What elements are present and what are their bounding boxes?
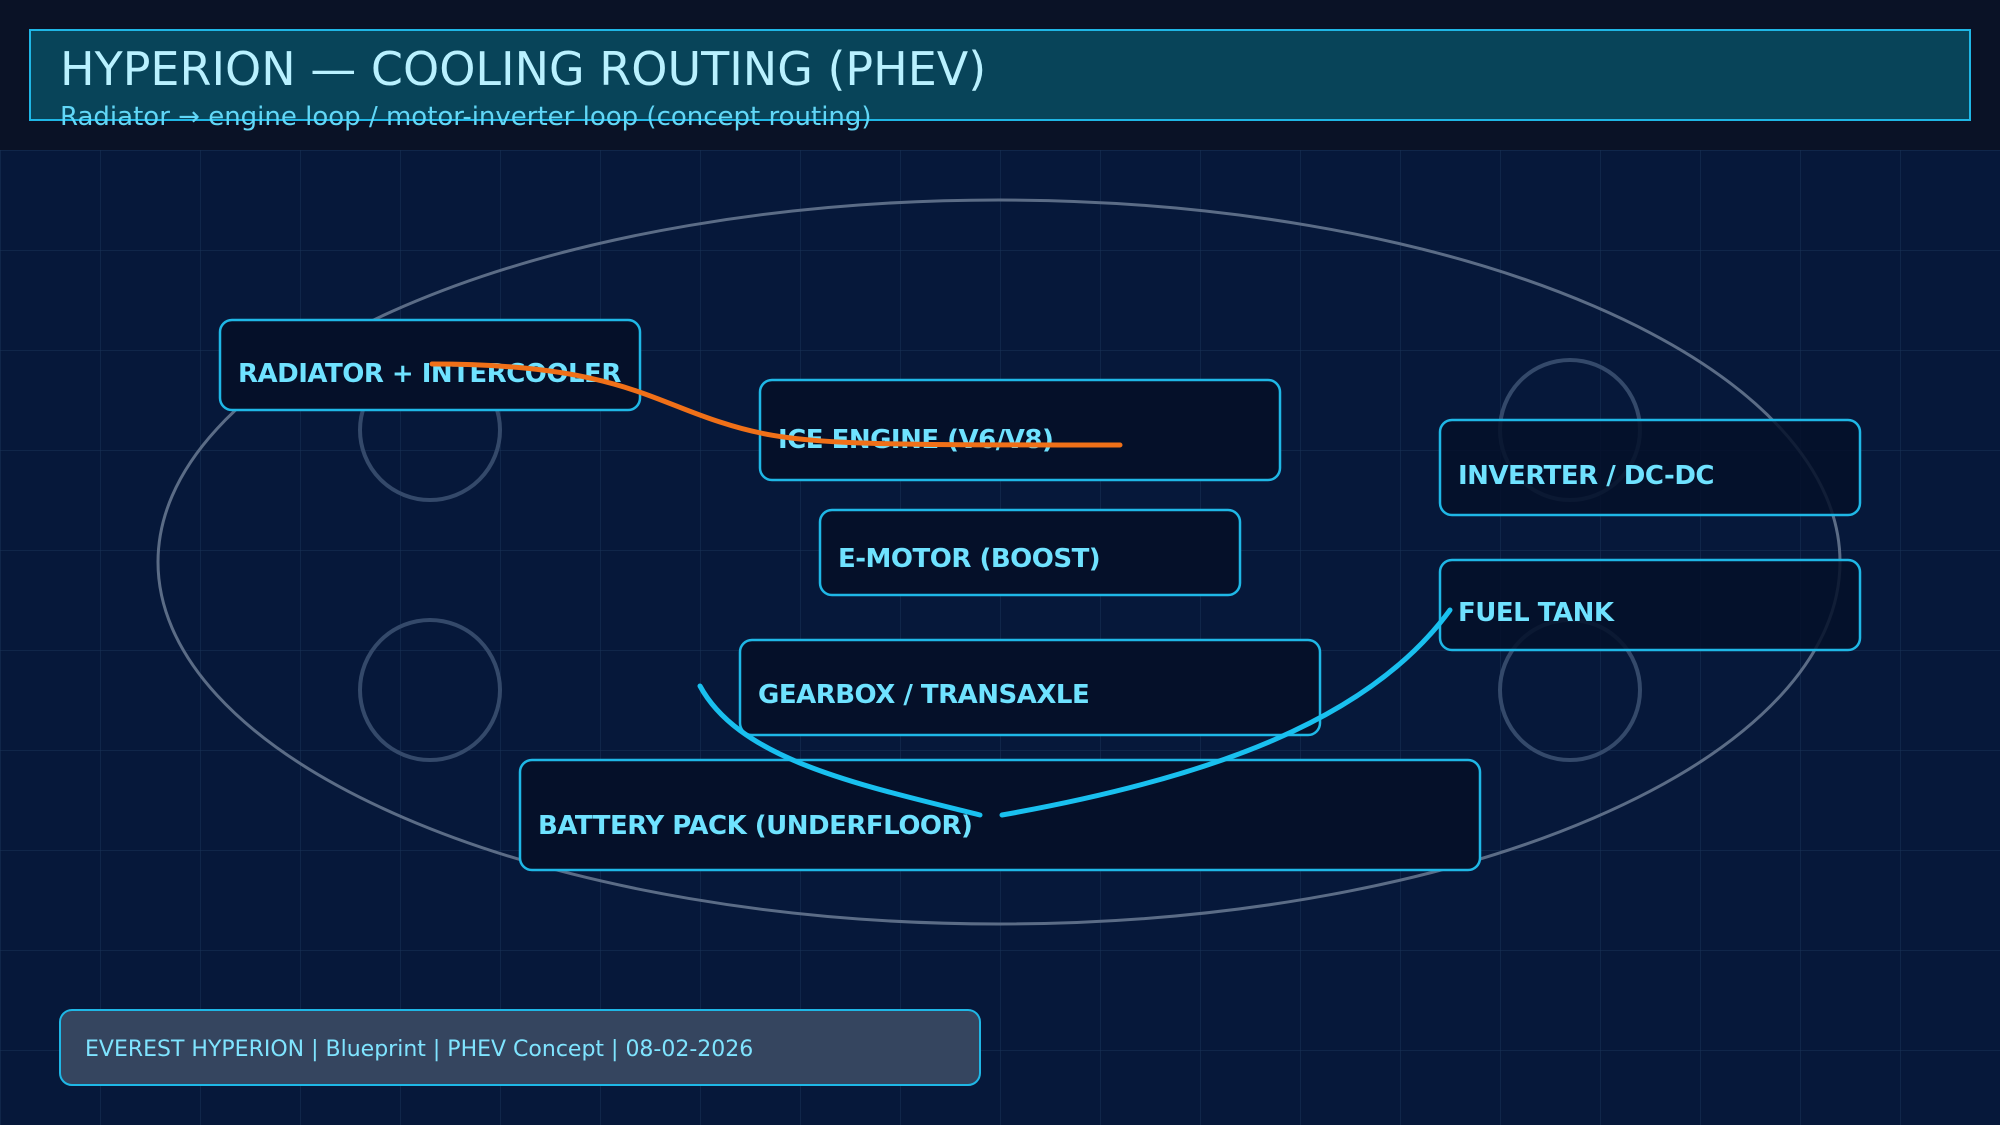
component-fuel-tank[interactable]: FUEL TANK xyxy=(1438,558,1862,652)
motor-inverter-loop-right xyxy=(999,607,1453,818)
footer-text: EVEREST HYPERION | Blueprint | PHEV Conc… xyxy=(85,1037,753,1062)
page-title: HYPERION — COOLING ROUTING (PHEV) xyxy=(60,42,986,96)
component-inverter-label: INVERTER / DC-DC xyxy=(1458,461,1714,491)
component-inverter[interactable]: INVERTER / DC-DC xyxy=(1438,418,1862,517)
page-subtitle: Radiator → engine loop / motor-inverter … xyxy=(60,102,872,132)
component-gearbox-label: GEARBOX / TRANSAXLE xyxy=(758,680,1089,710)
component-fuel-tank-label: FUEL TANK xyxy=(1458,598,1615,628)
engine-coolant-loop xyxy=(429,361,1123,448)
component-battery-label: BATTERY PACK (UNDERFLOOR) xyxy=(538,811,972,841)
component-ice-engine[interactable]: ICE ENGINE (V6/V8) xyxy=(758,378,1282,482)
motor-inverter-loop-left xyxy=(697,683,983,818)
header-panel xyxy=(29,29,1971,121)
component-e-motor-label: E-MOTOR (BOOST) xyxy=(838,544,1100,574)
wheel-rear-left xyxy=(358,618,502,762)
component-e-motor[interactable]: E-MOTOR (BOOST) xyxy=(818,508,1242,597)
footer-panel: EVEREST HYPERION | Blueprint | PHEV Conc… xyxy=(59,1009,981,1086)
component-gearbox[interactable]: GEARBOX / TRANSAXLE xyxy=(738,638,1322,737)
